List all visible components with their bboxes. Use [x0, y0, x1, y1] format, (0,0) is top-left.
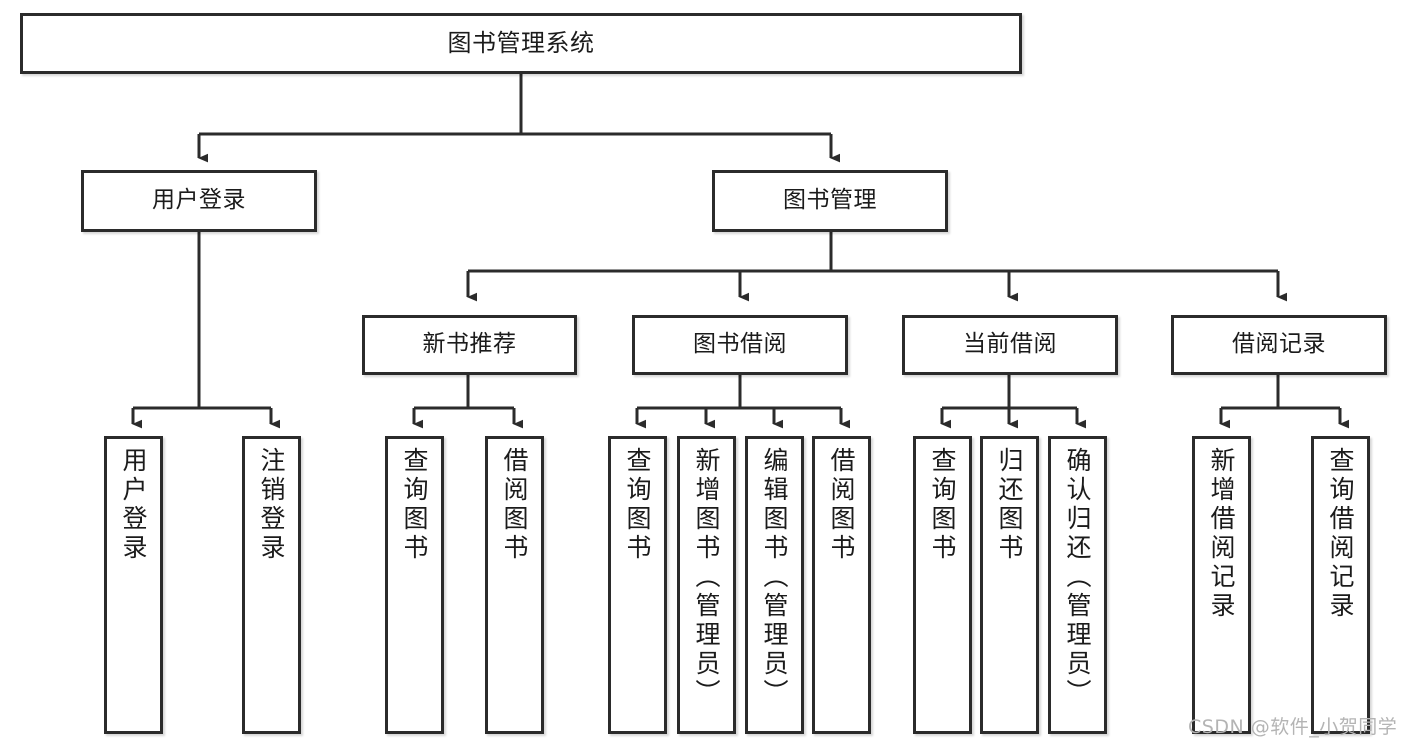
leaf-edit-book[interactable]: 编辑图书（管理员） [745, 436, 804, 734]
leaf-borrow-book-2[interactable]: 借阅图书 [812, 436, 871, 734]
leaf-query-book-2-label: 查询图书 [623, 447, 652, 563]
leaf-borrow-book-1-label: 借阅图书 [500, 447, 529, 563]
leaf-query-record-label: 查询借阅记录 [1326, 447, 1355, 621]
node-user-login-label: 用户登录 [152, 187, 246, 214]
leaf-query-record[interactable]: 查询借阅记录 [1311, 436, 1370, 734]
leaf-borrow-book-2-label: 借阅图书 [827, 447, 856, 563]
leaf-add-book-label: 新增图书（管理员） [692, 447, 721, 708]
leaf-add-record-label: 新增借阅记录 [1207, 447, 1236, 621]
leaf-query-book-2[interactable]: 查询图书 [608, 436, 667, 734]
leaf-logout-login-label: 注销登录 [257, 447, 286, 563]
leaf-add-book[interactable]: 新增图书（管理员） [677, 436, 736, 734]
leaf-edit-book-label: 编辑图书（管理员） [760, 447, 789, 708]
node-borrow-record-label: 借阅记录 [1232, 331, 1326, 358]
node-book-management-label: 图书管理 [783, 187, 877, 214]
node-new-book-recommend[interactable]: 新书推荐 [362, 315, 577, 375]
node-user-login[interactable]: 用户登录 [81, 170, 317, 232]
leaf-return-book-label: 归还图书 [995, 447, 1024, 563]
node-root-system-label: 图书管理系统 [447, 29, 595, 58]
node-book-management[interactable]: 图书管理 [712, 170, 948, 232]
leaf-return-book[interactable]: 归还图书 [980, 436, 1039, 734]
leaf-user-login-label: 用户登录 [119, 447, 148, 563]
leaf-confirm-return-label: 确认归还（管理员） [1063, 447, 1092, 708]
node-current-borrow[interactable]: 当前借阅 [902, 315, 1118, 375]
node-current-borrow-label: 当前借阅 [963, 331, 1057, 358]
leaf-add-record[interactable]: 新增借阅记录 [1192, 436, 1251, 734]
leaf-logout-login[interactable]: 注销登录 [242, 436, 301, 734]
leaf-query-book-1-label: 查询图书 [400, 447, 429, 563]
node-book-borrow-label: 图书借阅 [693, 331, 787, 358]
node-new-book-recommend-label: 新书推荐 [422, 331, 517, 358]
leaf-query-book-1[interactable]: 查询图书 [385, 436, 444, 734]
leaf-query-book-3[interactable]: 查询图书 [913, 436, 972, 734]
csdn-watermark: CSDN @软件_小贺同学 [1188, 716, 1398, 738]
leaf-user-login[interactable]: 用户登录 [104, 436, 163, 734]
node-borrow-record[interactable]: 借阅记录 [1171, 315, 1387, 375]
node-root-system[interactable]: 图书管理系统 [20, 13, 1022, 74]
leaf-query-book-3-label: 查询图书 [928, 447, 957, 563]
leaf-borrow-book-1[interactable]: 借阅图书 [485, 436, 544, 734]
leaf-confirm-return[interactable]: 确认归还（管理员） [1048, 436, 1107, 734]
node-book-borrow[interactable]: 图书借阅 [632, 315, 848, 375]
